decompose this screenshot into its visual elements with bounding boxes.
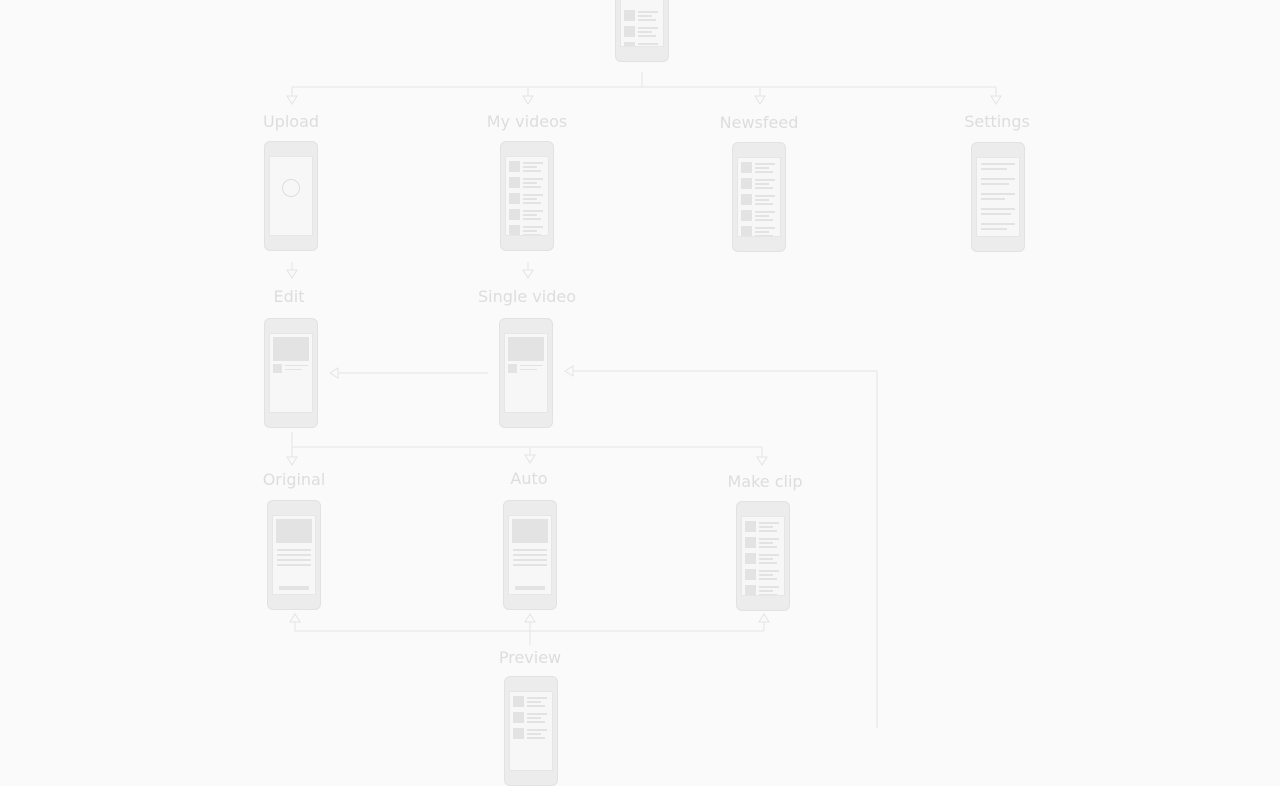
sitemap-diagram: Upload My videos Newsfeed Settings — [262, 0, 1030, 786]
node-label-single-video: Single video — [478, 287, 576, 306]
root-screen — [615, 0, 669, 62]
auto-screen — [503, 500, 557, 610]
node-label-original: Original — [262, 470, 326, 489]
my-videos-screen — [500, 141, 554, 251]
upload-screen — [264, 141, 318, 251]
node-label-newsfeed: Newsfeed — [719, 113, 799, 132]
upload-icon — [282, 179, 300, 197]
node-label-edit: Edit — [273, 287, 305, 306]
node-label-my-videos: My videos — [486, 112, 568, 131]
node-label-make-clip: Make clip — [727, 472, 803, 491]
list-screen — [620, 0, 664, 47]
newsfeed-screen — [732, 142, 786, 252]
node-label-upload: Upload — [262, 112, 320, 131]
single-video-screen — [499, 318, 553, 428]
node-label-auto: Auto — [510, 469, 548, 488]
connector-lines — [286, 72, 1002, 728]
settings-screen — [971, 142, 1025, 252]
edit-screen — [264, 318, 318, 428]
preview-screen — [504, 676, 558, 786]
node-label-settings: Settings — [964, 112, 1030, 131]
node-label-preview: Preview — [498, 648, 562, 667]
make-clip-screen — [736, 501, 790, 611]
original-screen — [267, 500, 321, 610]
